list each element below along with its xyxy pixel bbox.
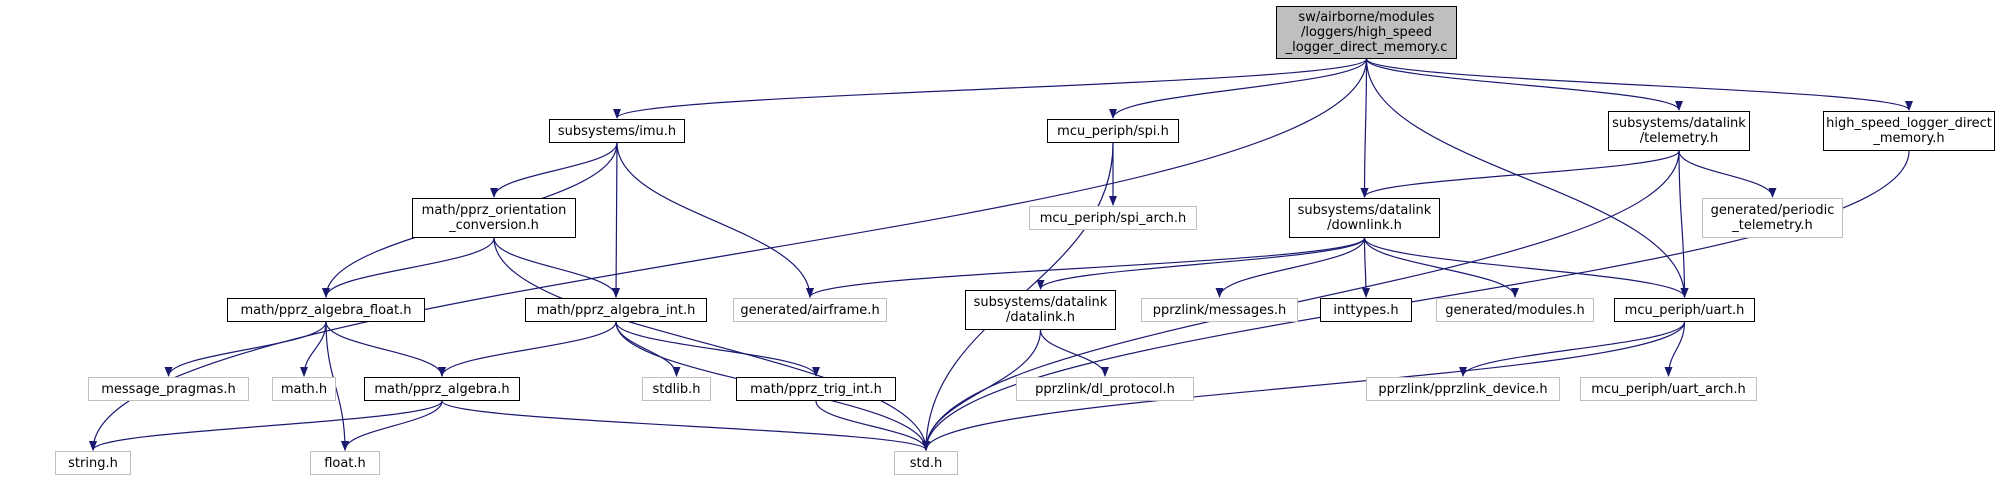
- file-node-dl-datalink[interactable]: subsystems/datalink /datalink.h: [965, 290, 1116, 330]
- file-node-hsl[interactable]: high_speed_logger_direct _memory.h: [1823, 111, 1995, 151]
- edge-alg-to-string: [89, 400, 443, 451]
- file-node-label: math/pprz_algebra.h: [374, 381, 510, 397]
- edge-hsl-to-std: [922, 150, 1910, 451]
- file-node-label: sw/airborne/modules /loggers/high_speed …: [1285, 10, 1448, 55]
- edge-dl-datalink-to-std: [922, 329, 1042, 451]
- file-node-label: mcu_periph/spi_arch.h: [1039, 210, 1187, 226]
- file-node-spi-arch: mcu_periph/spi_arch.h: [1029, 206, 1197, 230]
- edge-downlink-to-inttypes: [1361, 237, 1370, 298]
- edge-telemetry-to-uart: [1678, 150, 1689, 298]
- edge-root-to-downlink: [1360, 58, 1369, 198]
- edge-telemetry-to-periodic: [1678, 150, 1777, 198]
- edge-imu-to-orient: [490, 142, 618, 198]
- file-node-modules: generated/modules.h: [1436, 298, 1594, 322]
- file-node-label: math/pprz_orientation _conversion.h: [421, 203, 567, 233]
- file-node-periodic: generated/periodic _telemetry.h: [1702, 198, 1843, 238]
- edge-downlink-to-messages: [1215, 237, 1366, 298]
- file-node-label: message_pragmas.h: [101, 381, 236, 397]
- edge-downlink-to-uart: [1363, 237, 1689, 298]
- edge-telemetry-to-std: [922, 150, 1680, 451]
- file-node-float: float.h: [310, 451, 380, 475]
- file-node-label: math/pprz_algebra_int.h: [536, 302, 696, 318]
- edge-downlink-to-modules: [1363, 237, 1519, 298]
- file-node-uart[interactable]: mcu_periph/uart.h: [1614, 298, 1755, 322]
- file-node-alg[interactable]: math/pprz_algebra.h: [364, 377, 520, 401]
- file-node-spi[interactable]: mcu_periph/spi.h: [1047, 119, 1179, 143]
- edge-root-to-uart: [1365, 58, 1689, 298]
- edge-orient-to-alg-int: [493, 237, 620, 298]
- edge-dl-datalink-to-dl-protocol: [1039, 329, 1109, 377]
- edge-root-to-spi: [1109, 58, 1368, 119]
- edge-uart-to-uart-arch: [1664, 321, 1686, 377]
- edge-orient-to-std: [493, 237, 930, 451]
- file-node-uart-arch: mcu_periph/uart_arch.h: [1580, 377, 1757, 401]
- file-node-math: math.h: [272, 377, 336, 401]
- file-node-telemetry[interactable]: subsystems/datalink /telemetry.h: [1608, 111, 1750, 151]
- file-node-orient[interactable]: math/pprz_orientation _conversion.h: [412, 198, 576, 238]
- file-node-label: pprzlink/pprzlink_device.h: [1378, 381, 1548, 397]
- file-node-inttypes[interactable]: inttypes.h: [1320, 298, 1412, 322]
- file-node-label: high_speed_logger_direct _memory.h: [1826, 116, 1992, 146]
- edge-telemetry-to-downlink: [1360, 150, 1680, 198]
- edge-alg-int-to-alg: [438, 321, 617, 377]
- file-node-label: pprzlink/dl_protocol.h: [1035, 381, 1175, 397]
- file-node-label: subsystems/datalink /telemetry.h: [1612, 116, 1746, 146]
- file-node-label: subsystems/imu.h: [557, 123, 677, 139]
- edge-imu-to-airframe: [616, 142, 814, 298]
- edge-alg-int-to-trig: [615, 321, 820, 377]
- edge-uart-to-std: [922, 321, 1686, 451]
- file-node-std: std.h: [894, 451, 958, 475]
- file-node-label: mcu_periph/uart.h: [1624, 302, 1745, 318]
- file-node-downlink[interactable]: subsystems/datalink /downlink.h: [1289, 198, 1440, 238]
- file-node-label: float.h: [324, 455, 366, 471]
- edge-imu-to-alg-int: [612, 142, 621, 298]
- file-node-trig[interactable]: math/pprz_trig_int.h: [736, 377, 896, 401]
- file-node-root[interactable]: sw/airborne/modules /loggers/high_speed …: [1276, 6, 1457, 59]
- file-node-label: math/pprz_trig_int.h: [750, 381, 882, 397]
- file-node-label: subsystems/datalink /downlink.h: [1297, 203, 1432, 233]
- file-node-label: mcu_periph/spi.h: [1057, 123, 1169, 139]
- edge-alg-to-std: [441, 400, 930, 451]
- file-node-label: std.h: [909, 455, 943, 471]
- file-node-airframe: generated/airframe.h: [733, 298, 887, 322]
- file-node-stdlib: stdlib.h: [642, 377, 711, 401]
- file-node-msg-pragmas: message_pragmas.h: [88, 377, 249, 401]
- file-node-label: math/pprz_algebra_float.h: [240, 302, 412, 318]
- edge-root-to-imu: [613, 58, 1368, 119]
- file-node-alg-int[interactable]: math/pprz_algebra_int.h: [525, 298, 707, 322]
- file-node-label: pprzlink/messages.h: [1152, 302, 1287, 318]
- file-node-dl-protocol: pprzlink/dl_protocol.h: [1016, 377, 1194, 401]
- file-node-label: subsystems/datalink /datalink.h: [973, 295, 1108, 325]
- file-node-label: mcu_periph/uart_arch.h: [1591, 381, 1746, 397]
- file-node-label: generated/airframe.h: [740, 302, 880, 318]
- edge-orient-to-alg-float: [322, 237, 495, 298]
- file-node-label: string.h: [68, 455, 118, 471]
- file-node-label: generated/modules.h: [1445, 302, 1585, 318]
- edge-downlink-to-airframe: [806, 237, 1366, 298]
- file-node-messages: pprzlink/messages.h: [1141, 298, 1298, 322]
- edge-root-to-hsl: [1365, 58, 1913, 111]
- file-node-string: string.h: [55, 451, 131, 475]
- file-node-label: math.h: [280, 381, 328, 397]
- edge-root-to-telemetry: [1365, 58, 1683, 111]
- file-node-device: pprzlink/pprzlink_device.h: [1366, 377, 1560, 401]
- file-node-label: stdlib.h: [652, 381, 701, 397]
- edge-alg-float-to-alg: [325, 321, 446, 377]
- file-node-label: generated/periodic _telemetry.h: [1710, 203, 1835, 233]
- edge-downlink-to-dl-datalink: [1036, 237, 1366, 290]
- file-node-imu[interactable]: subsystems/imu.h: [549, 119, 685, 143]
- file-node-alg-float[interactable]: math/pprz_algebra_float.h: [227, 298, 425, 322]
- edge-trig-to-std: [815, 400, 930, 451]
- edge-alg-float-to-msg-pragmas: [164, 321, 327, 377]
- edge-alg-float-to-math: [300, 321, 327, 377]
- edge-alg-to-float: [341, 400, 443, 451]
- edge-uart-to-device: [1459, 321, 1686, 377]
- file-node-label: inttypes.h: [1333, 302, 1399, 318]
